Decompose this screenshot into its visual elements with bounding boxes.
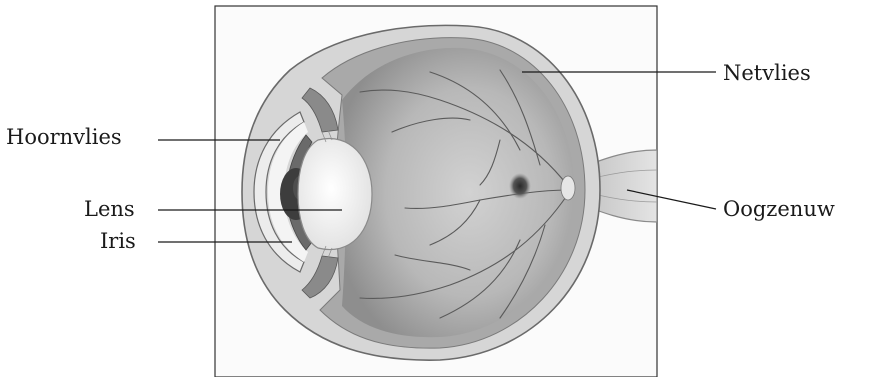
label-hoornvlies: Hoornvlies [6,127,122,148]
label-iris: Iris [100,231,136,252]
lens [298,139,372,250]
label-oogzenuw: Oogzenuw [723,199,835,220]
optic-disc [561,176,575,200]
label-lens: Lens [84,199,135,220]
label-netvlies: Netvlies [723,63,811,84]
fovea [509,173,531,199]
